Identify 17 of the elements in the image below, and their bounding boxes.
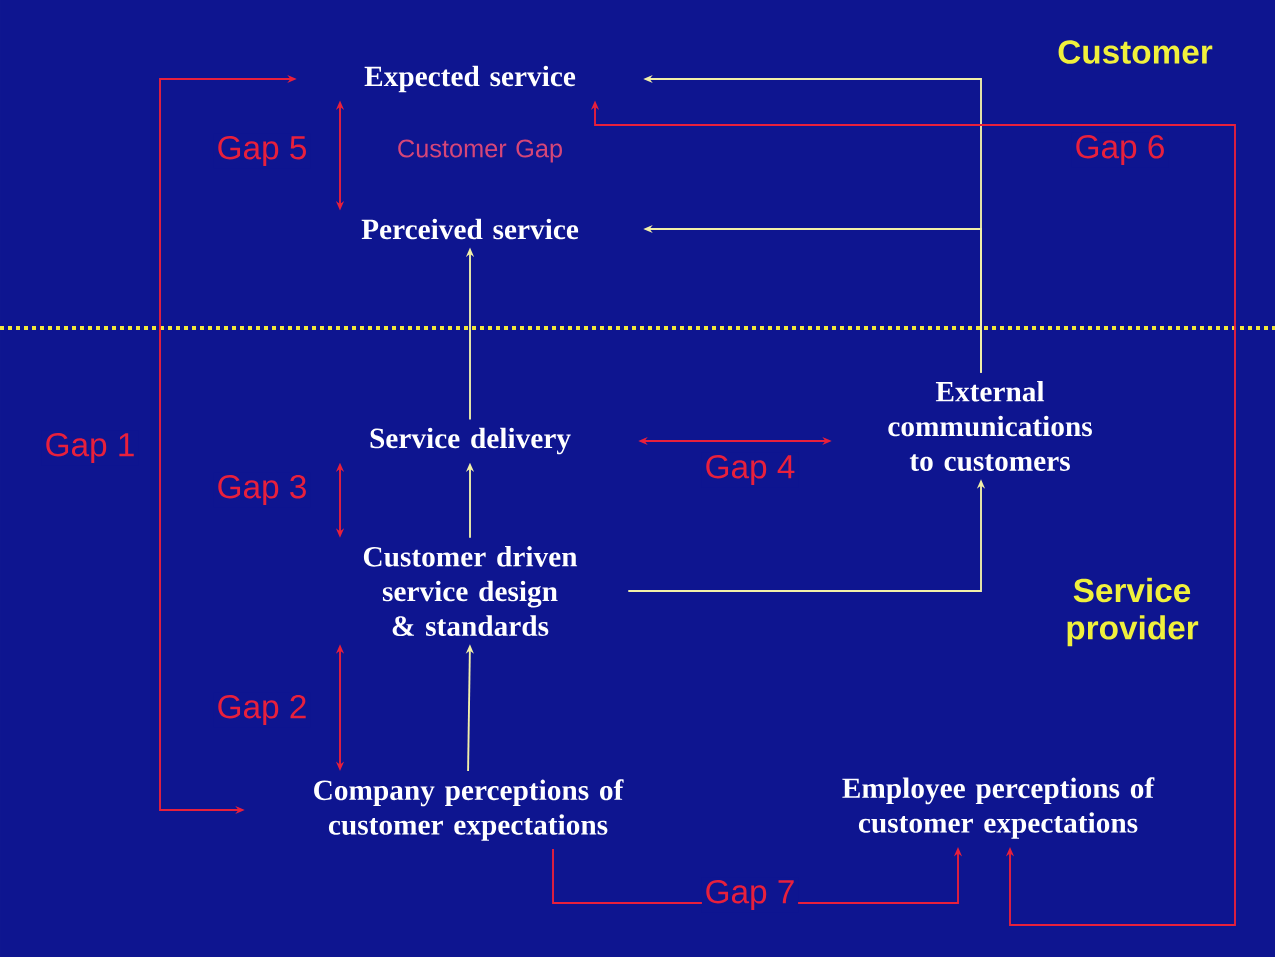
region-label: Customer Gap <box>398 139 562 163</box>
gap-label: Gap 6 <box>1071 132 1169 168</box>
gap-label: Gap 2 <box>213 692 311 728</box>
node-text: Customer driven service design & standards <box>363 546 578 636</box>
gap-label: Gap 3 <box>213 472 311 508</box>
node-text: Employee perceptions of customer expectations <box>842 777 1155 839</box>
node-text: Perceived service <box>361 218 579 240</box>
node-text: External communications to customers <box>888 381 1092 471</box>
gap-label: Gap 7 <box>701 877 799 913</box>
region-label: Customer <box>1058 40 1213 64</box>
node-text: Expected service <box>364 65 576 93</box>
region-label: Service provider <box>1067 577 1199 647</box>
gap-label: Gap 4 <box>701 452 799 488</box>
node-text: Service delivery <box>370 427 571 455</box>
gap-label: Gap 1 <box>41 430 139 466</box>
gap-label: Gap 5 <box>213 133 311 169</box>
node-text: Company perceptions of customer expectations <box>314 779 624 841</box>
